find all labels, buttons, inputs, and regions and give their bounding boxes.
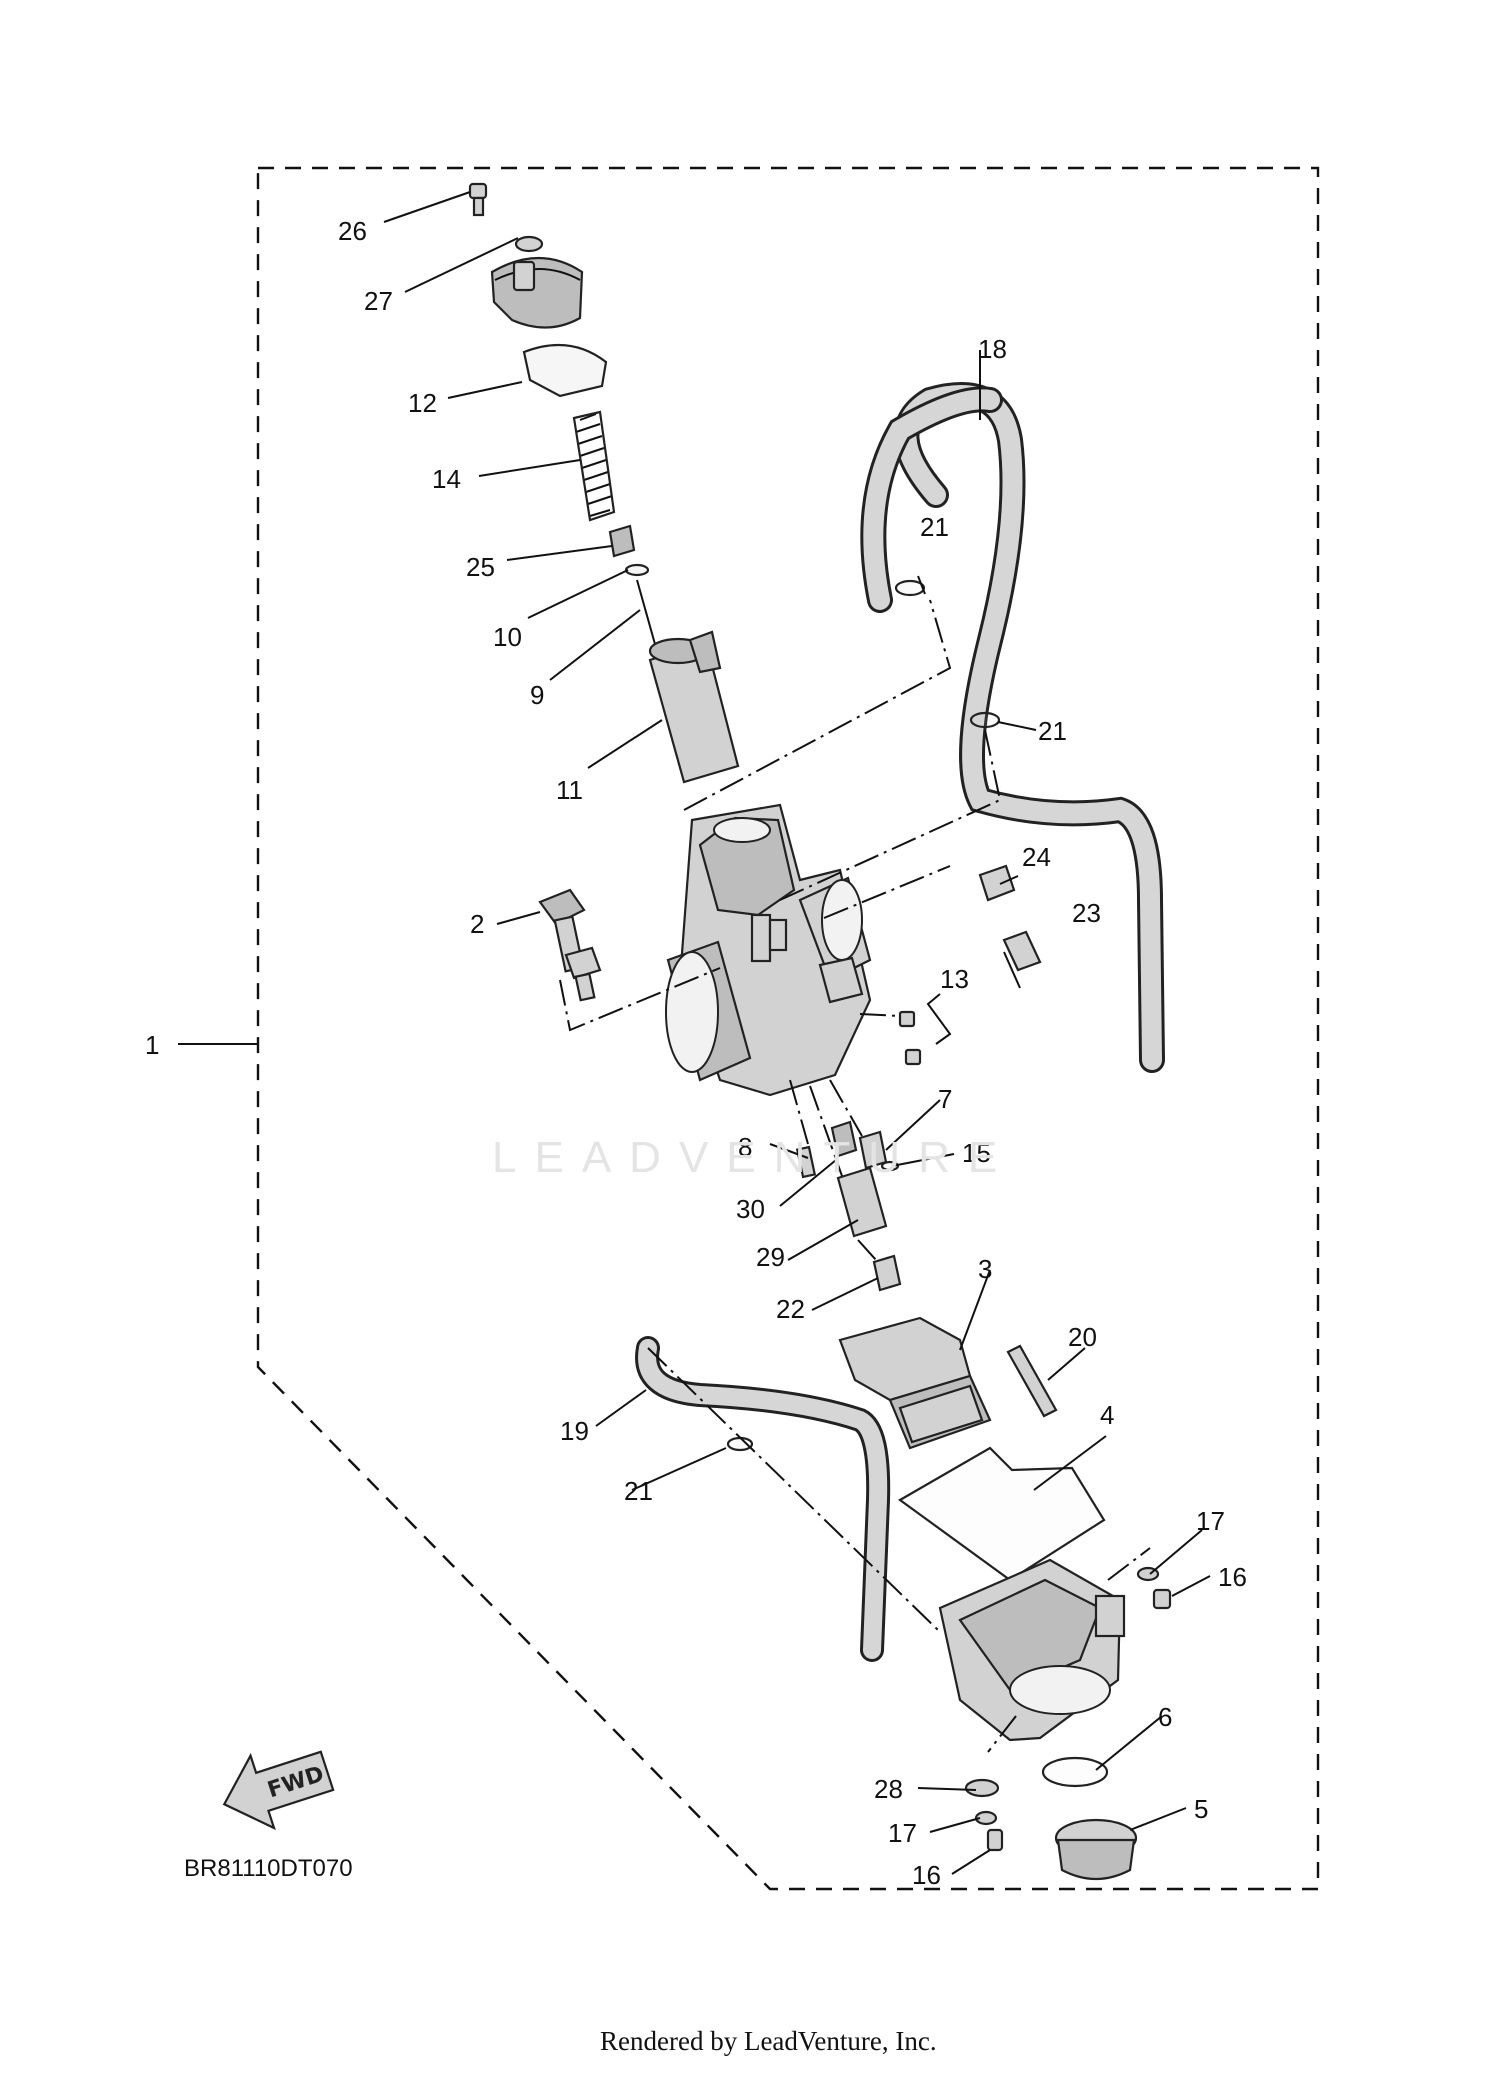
callout-19: 19 [560, 1416, 589, 1446]
drain-plug [1054, 1818, 1138, 1880]
throttle-valve [648, 630, 740, 784]
callout-23: 23 [1072, 898, 1101, 928]
callout-16-upper: 16 [1218, 1562, 1247, 1592]
throttle-stop-screw [1002, 930, 1042, 972]
alignment-lines [559, 599, 1151, 1753]
assembly-boundary [256, 166, 1320, 1891]
callout-21-top: 21 [920, 512, 949, 542]
footer-credit: Rendered by LeadVenture, Inc. [600, 2026, 937, 2056]
vent-hose-upper [860, 382, 1165, 1073]
diagram-code: BR81110DT070 [184, 1855, 353, 1882]
callout-28: 28 [874, 1774, 903, 1804]
callout-6: 6 [1158, 1702, 1172, 1732]
drain-plug-oring [1041, 1756, 1109, 1788]
callout-5: 5 [1194, 1794, 1208, 1824]
carburetor-body [665, 803, 872, 1097]
float-bowl [938, 1558, 1126, 1742]
top-cap-washer [514, 235, 544, 253]
throttle-spring [572, 410, 616, 522]
throttle-stop-spring [978, 864, 1016, 902]
callout-25: 25 [466, 552, 495, 582]
callout-21-lower: 21 [624, 1476, 653, 1506]
hose-clips [726, 579, 1001, 1452]
needle-clip [624, 563, 650, 577]
callout-17-lower: 17 [888, 1818, 917, 1848]
callout-9: 9 [530, 680, 544, 710]
needle-holder [608, 524, 636, 558]
float-bowl-gasket [897, 1446, 1106, 1582]
starter-plunger [538, 888, 602, 1002]
callout-11: 11 [556, 775, 583, 805]
callout-17-upper: 17 [1196, 1506, 1225, 1536]
leader-lines [383, 191, 1211, 1875]
callout-4: 4 [1100, 1400, 1114, 1430]
callout-2: 2 [470, 909, 484, 939]
callout-13: 13 [940, 964, 969, 994]
callout-27: 27 [364, 286, 393, 316]
callout-20: 20 [1068, 1322, 1097, 1352]
callout-12: 12 [408, 388, 437, 418]
callout-16-lower: 16 [912, 1860, 941, 1890]
callout-1: 1 [145, 1030, 159, 1060]
float [838, 1316, 992, 1450]
callout-26: 26 [338, 216, 367, 246]
callout-29: 29 [756, 1242, 785, 1272]
float-pin [1006, 1344, 1058, 1418]
callout-24: 24 [1022, 842, 1051, 872]
callout-15: 15 [962, 1138, 991, 1168]
callout-7: 7 [938, 1084, 952, 1114]
callout-10: 10 [493, 622, 522, 652]
callout-3: 3 [978, 1254, 992, 1284]
callout-18: 18 [978, 334, 1007, 364]
fwd-arrow-icon: FWD [222, 1750, 335, 1831]
callout-21-mid: 21 [1038, 716, 1067, 746]
top-cap-bolt [468, 182, 488, 217]
watermark: LEADVENTURE [492, 1133, 1015, 1182]
vent-hose-lower [635, 1336, 891, 1662]
callout-numbers: 1 2 3 4 5 6 7 8 9 10 11 12 13 14 15 16 1… [145, 216, 1247, 1890]
callout-14: 14 [432, 464, 461, 494]
callout-22: 22 [776, 1294, 805, 1324]
top-cap-gasket [522, 343, 608, 398]
callout-8: 8 [738, 1132, 752, 1162]
jets [795, 1010, 922, 1292]
top-cap [490, 257, 584, 329]
callout-30: 30 [736, 1194, 765, 1224]
